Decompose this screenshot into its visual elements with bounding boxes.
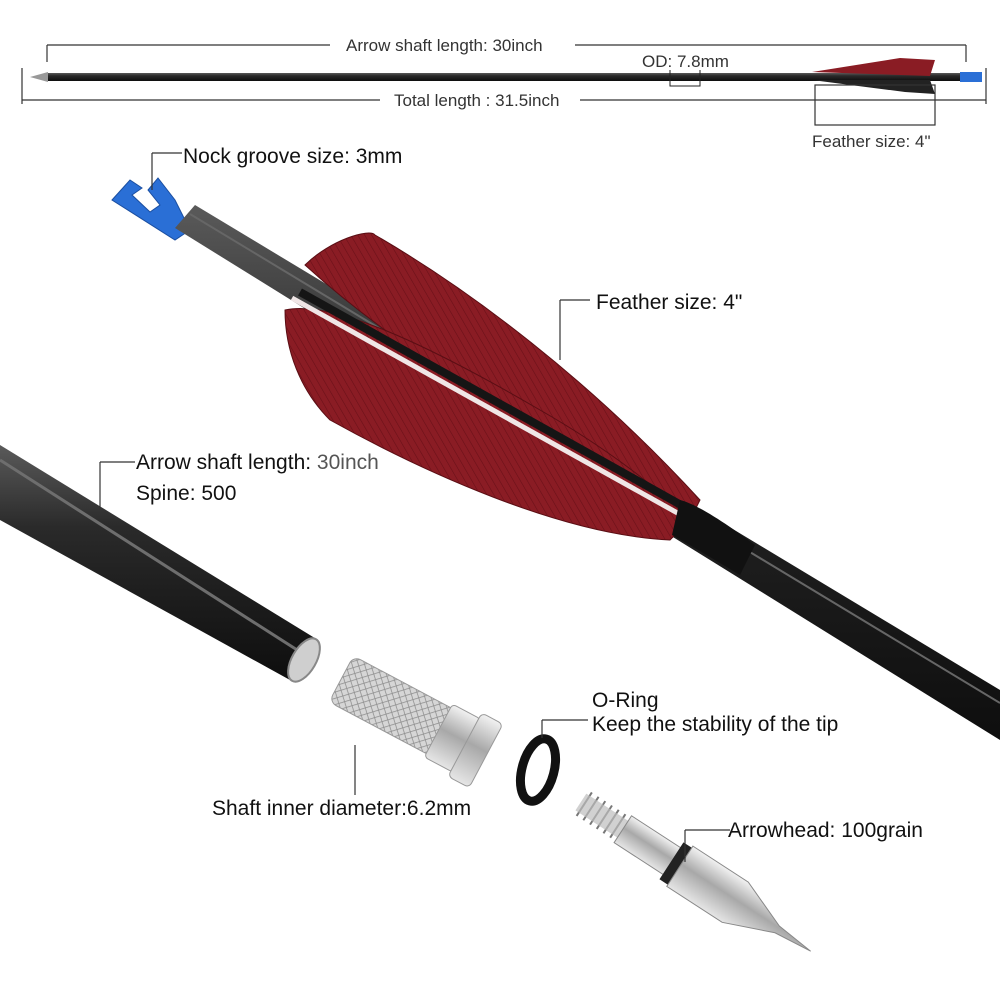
spine-label: Spine: 500 <box>136 482 237 505</box>
shaft-length-value: 30inch <box>316 451 379 474</box>
shaft-length-prefix: Arrow shaft length: <box>136 451 317 474</box>
o-ring-title: O-Ring <box>592 689 659 712</box>
total-length-label: Total length : 31.5inch <box>388 92 566 109</box>
shaft-length-label: Arrow shaft length: 30inch <box>136 452 379 473</box>
nock <box>111 177 191 241</box>
feather-size-callout-box <box>814 84 936 126</box>
feather-size-label-top: Feather size: 4" <box>806 133 937 150</box>
shaft-inner-diameter-label: Shaft inner diameter:6.2mm <box>212 797 472 820</box>
top-arrow <box>30 58 982 94</box>
o-ring <box>515 734 561 806</box>
insert <box>331 658 502 787</box>
feather-fletching <box>284 232 755 575</box>
nock-groove-label: Nock groove size: 3mm <box>183 145 403 168</box>
arrowhead <box>575 791 811 952</box>
dimension-total-length <box>21 68 987 104</box>
arrowhead-label: Arrowhead: 100grain <box>728 819 923 842</box>
shaft-end <box>0 445 321 683</box>
dimension-shaft-length <box>46 44 967 62</box>
feather-size-label: Feather size: 4" <box>596 291 743 314</box>
od-label: OD: 7.8mm <box>636 53 735 70</box>
o-ring-description: Keep the stability of the tip <box>592 713 839 736</box>
shaft-length-label-top: Arrow shaft length: 30inch <box>340 37 549 54</box>
